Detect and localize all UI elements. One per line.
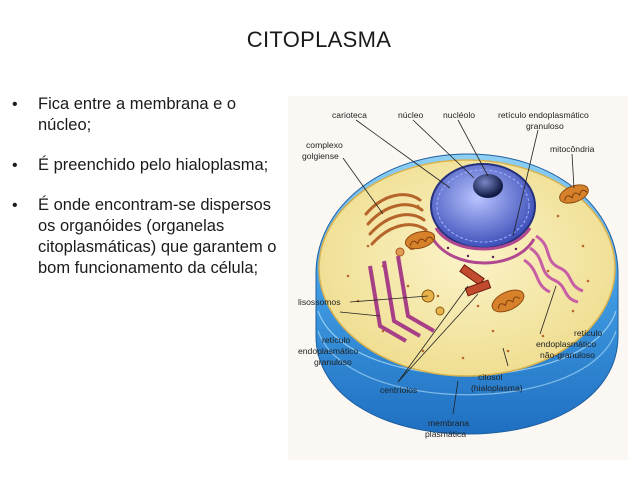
label-reng-3: não-granuloso	[540, 350, 595, 360]
slide-title: CITOPLASMA	[246, 27, 392, 52]
label-reg-top-2: granuloso	[526, 121, 564, 131]
label-reg-left-2: endoplasmático	[298, 346, 358, 356]
centrioles	[459, 264, 492, 297]
label-complexo-2: golgiense	[302, 151, 339, 161]
bullet-dot-icon: •	[12, 197, 18, 214]
label-nucleo: núcleo	[398, 110, 424, 120]
label-reng-2: endoplasmático	[536, 339, 596, 349]
label-complexo-1: complexo	[306, 140, 343, 150]
mitochondria	[404, 184, 589, 313]
label-nucleolo: nucléolo	[443, 110, 475, 120]
bullet-item: • É onde encontram-se dispersos os organó…	[8, 195, 280, 279]
label-citosol-2: (hialoplasma)	[471, 383, 523, 393]
label-membrana-2: plasmática	[425, 429, 466, 439]
rough-er-left	[368, 255, 435, 343]
bullet-text: É preenchido pelo hialoplasma;	[38, 156, 269, 174]
leader-lines	[339, 119, 575, 415]
golgi-complex	[364, 193, 428, 246]
bullet-list: • Fica entre a membrana e o núcleo; • É pr…	[8, 94, 280, 298]
label-centriolos: centríolos	[380, 385, 417, 395]
bullet-dot-icon: •	[12, 157, 18, 174]
label-mitocondria: mitocôndria	[550, 144, 595, 154]
cell-diagram: carioteca núcleo nucléolo retículo endop…	[288, 96, 628, 460]
label-reg-left-1: retículo	[322, 335, 350, 345]
label-reg-top-1: retículo endoplasmático	[498, 110, 589, 120]
rough-er-top	[431, 227, 536, 265]
cell-illustration: carioteca núcleo nucléolo retículo endop…	[288, 96, 628, 460]
label-lisossomos: lisossomos	[298, 297, 341, 307]
bullet-text: Fica entre a membrana e o núcleo;	[38, 95, 237, 134]
label-citosol-1: citosol	[478, 372, 502, 382]
label-reg-left-3: granuloso	[314, 357, 352, 367]
label-carioteca: carioteca	[332, 110, 367, 120]
bullet-item: • Fica entre a membrana e o núcleo;	[8, 94, 280, 136]
smooth-er	[523, 234, 584, 304]
bullet-dot-icon: •	[12, 96, 18, 113]
label-reng-1: retículo	[574, 328, 602, 338]
bullet-text: É onde encontram-se dispersos os organói…	[38, 196, 277, 277]
bullet-item: • É preenchido pelo hialoplasma;	[8, 155, 280, 176]
label-membrana-1: membrana	[428, 418, 469, 428]
nucleolus	[473, 174, 503, 198]
